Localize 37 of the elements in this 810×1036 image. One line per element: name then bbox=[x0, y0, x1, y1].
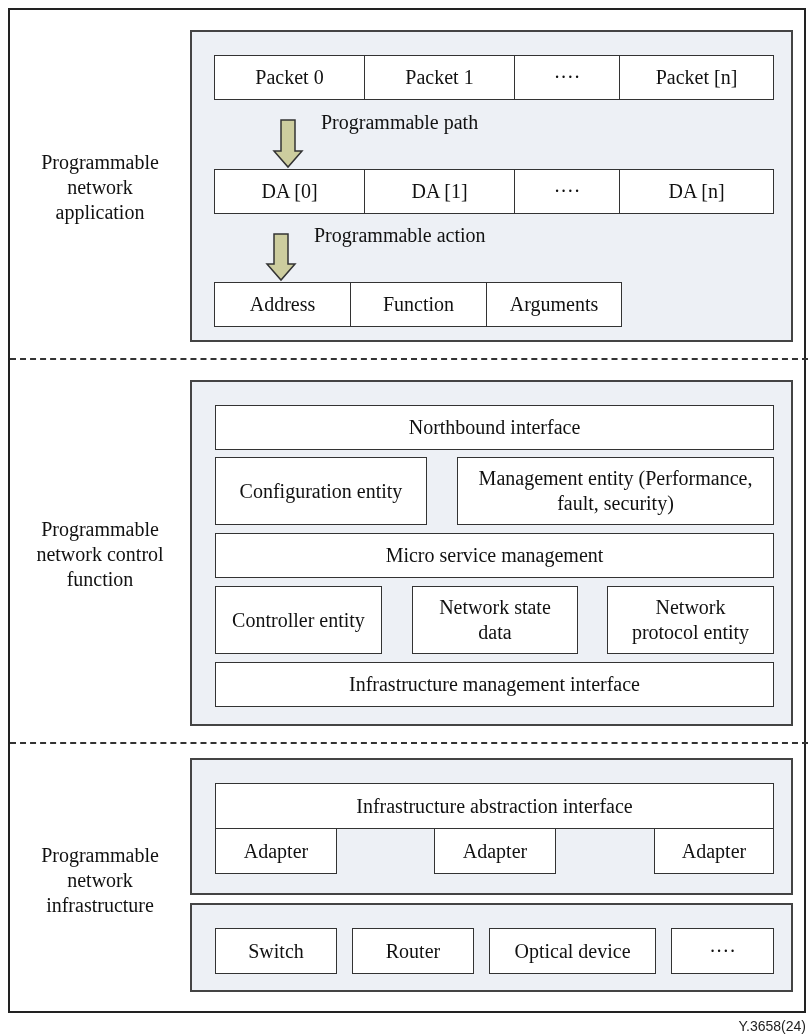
component-box: ···· bbox=[514, 55, 620, 100]
component-box: Network state data bbox=[412, 586, 578, 654]
component-box: DA [1] bbox=[364, 169, 515, 214]
panel-background bbox=[190, 903, 793, 992]
block-arrow bbox=[265, 233, 297, 282]
component-box: Adapter bbox=[654, 828, 774, 874]
component-box: Controller entity bbox=[215, 586, 382, 654]
component-box: Arguments bbox=[486, 282, 622, 327]
layer-label: Programmable network infrastructure bbox=[40, 843, 160, 918]
component-box: Router bbox=[352, 928, 474, 974]
component-box: Adapter bbox=[215, 828, 337, 874]
component-box: Northbound interface bbox=[215, 405, 774, 450]
layer-label: Programmable network control function bbox=[35, 517, 165, 592]
panel-background bbox=[190, 758, 793, 895]
panel-background bbox=[190, 30, 793, 342]
component-box: Configuration entity bbox=[215, 457, 427, 525]
component-box: Packet 1 bbox=[364, 55, 515, 100]
panel-background bbox=[190, 380, 793, 726]
component-box: Function bbox=[350, 282, 487, 327]
component-box: Packet [n] bbox=[619, 55, 774, 100]
component-box: Packet 0 bbox=[214, 55, 365, 100]
component-box: Optical device bbox=[489, 928, 656, 974]
component-box: DA [0] bbox=[214, 169, 365, 214]
block-arrow bbox=[272, 119, 304, 169]
component-box: ···· bbox=[671, 928, 774, 974]
component-box: Infrastructure management interface bbox=[215, 662, 774, 707]
component-box: Address bbox=[214, 282, 351, 327]
component-box: Adapter bbox=[434, 828, 556, 874]
component-box: ···· bbox=[514, 169, 620, 214]
layer-label: Programmable network application bbox=[40, 150, 160, 225]
component-box: Network protocol entity bbox=[607, 586, 774, 654]
component-box: Switch bbox=[215, 928, 337, 974]
component-box: Micro service management bbox=[215, 533, 774, 578]
figure-id: Y.3658(24) bbox=[738, 1018, 806, 1034]
component-box: Management entity (Performance, fault, security) bbox=[457, 457, 774, 525]
component-box: Infrastructure abstraction interface bbox=[215, 783, 774, 829]
component-box: DA [n] bbox=[619, 169, 774, 214]
